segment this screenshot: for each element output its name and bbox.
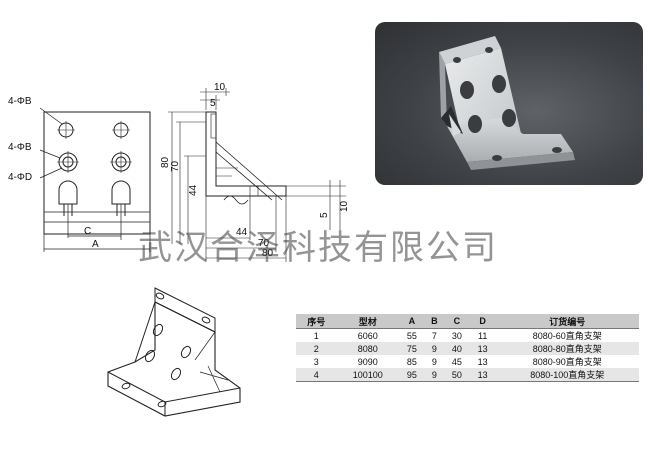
lower-slot xyxy=(111,180,131,205)
cell-a: 85 xyxy=(406,356,417,367)
cell-index: 1 xyxy=(313,330,319,341)
cell-order-code: 8080-100直角支架 xyxy=(495,368,639,382)
isometric-drawing xyxy=(107,287,241,417)
bracket-render xyxy=(439,36,575,170)
label-dim-44-vert: 44 xyxy=(188,184,199,196)
cell-b: 9 xyxy=(424,342,445,355)
label-dim-a: A xyxy=(92,239,99,250)
cell-index: 4 xyxy=(296,368,337,382)
cell-c: 40 xyxy=(444,342,470,355)
col-header-b: B xyxy=(424,314,445,329)
cell-index: 3 xyxy=(313,356,319,367)
side-view xyxy=(168,88,346,262)
table-row: 1 6060 55 7 30 11 8080-60直角支架 xyxy=(296,329,639,343)
cell-c: 50 xyxy=(444,368,470,382)
col-header-c: C xyxy=(444,314,470,329)
label-dim-44-horiz: 44 xyxy=(236,227,248,238)
iso-hole xyxy=(170,367,182,381)
spec-table: 序号 型材 A B C D 订货编号 1 6060 55 7 30 11 808… xyxy=(296,314,639,382)
cell-profile: 6060 xyxy=(357,330,378,341)
cell-d: 13 xyxy=(469,368,496,382)
company-watermark: 武汉合泽科技有限公司 xyxy=(138,228,498,268)
cell-a: 75 xyxy=(399,342,425,355)
col-header-profile: 型材 xyxy=(336,314,400,329)
iso-hole xyxy=(155,292,165,300)
front-view-outline xyxy=(43,111,151,235)
lower-slot xyxy=(58,180,78,205)
cell-order-code: 8080-80直角支架 xyxy=(495,342,639,355)
cell-profile: 9090 xyxy=(357,356,378,367)
cell-c: 45 xyxy=(451,356,462,367)
cell-a: 95 xyxy=(399,368,425,382)
label-dim-10-top: 10 xyxy=(214,82,226,93)
cell-b: 9 xyxy=(431,356,437,367)
cell-b: 7 xyxy=(431,330,437,341)
table-row: 3 9090 85 9 45 13 8080-90直角支架 xyxy=(296,355,639,368)
iso-hole xyxy=(144,349,156,363)
cell-a: 55 xyxy=(406,330,417,341)
label-dim-c: C xyxy=(84,226,91,237)
label-hole-d: 4-ΦD xyxy=(8,172,32,183)
iso-hole xyxy=(152,323,164,337)
col-header-order-code: 订货编号 xyxy=(495,314,639,329)
cell-b: 9 xyxy=(424,368,445,382)
label-dim-70-horiz: 70 xyxy=(258,238,270,249)
label-dim-70-vert: 70 xyxy=(170,160,181,172)
table-row: 4 100100 95 9 50 13 8080-100直角支架 xyxy=(296,368,639,382)
cell-index: 2 xyxy=(296,342,337,355)
cell-d: 11 xyxy=(478,330,488,341)
label-dim-80-horiz: 80 xyxy=(262,248,274,259)
table-header-row: 序号 型材 A B C D 订货编号 xyxy=(296,314,639,329)
cell-d: 13 xyxy=(469,342,496,355)
cell-d: 13 xyxy=(477,356,488,367)
cell-profile: 8080 xyxy=(336,342,400,355)
label-dim-10-right: 10 xyxy=(339,200,350,212)
table-row: 2 8080 75 9 40 13 8080-80直角支架 xyxy=(296,342,639,355)
label-hole-b-mid: 4-ΦB xyxy=(8,142,32,153)
label-hole-b-top: 4-ΦB xyxy=(8,96,32,107)
cell-profile: 100100 xyxy=(336,368,400,382)
label-dim-5-top: 5 xyxy=(210,98,216,109)
cell-order-code: 8080-60直角支架 xyxy=(532,331,602,341)
cell-c: 30 xyxy=(451,330,462,341)
iso-hole xyxy=(121,382,131,390)
col-header-d: D xyxy=(469,314,496,329)
cell-order-code: 8080-90直角支架 xyxy=(532,357,602,367)
bracket-outline xyxy=(107,301,241,417)
label-dim-80-vert: 80 xyxy=(160,156,171,168)
front-view xyxy=(39,107,151,252)
label-dim-5-right: 5 xyxy=(319,212,330,218)
product-photo xyxy=(375,22,643,185)
col-header-index: 序号 xyxy=(296,314,337,329)
iso-hole xyxy=(157,400,167,408)
iso-hole xyxy=(180,345,192,359)
iso-hole xyxy=(201,316,211,324)
col-header-a: A xyxy=(399,314,425,329)
